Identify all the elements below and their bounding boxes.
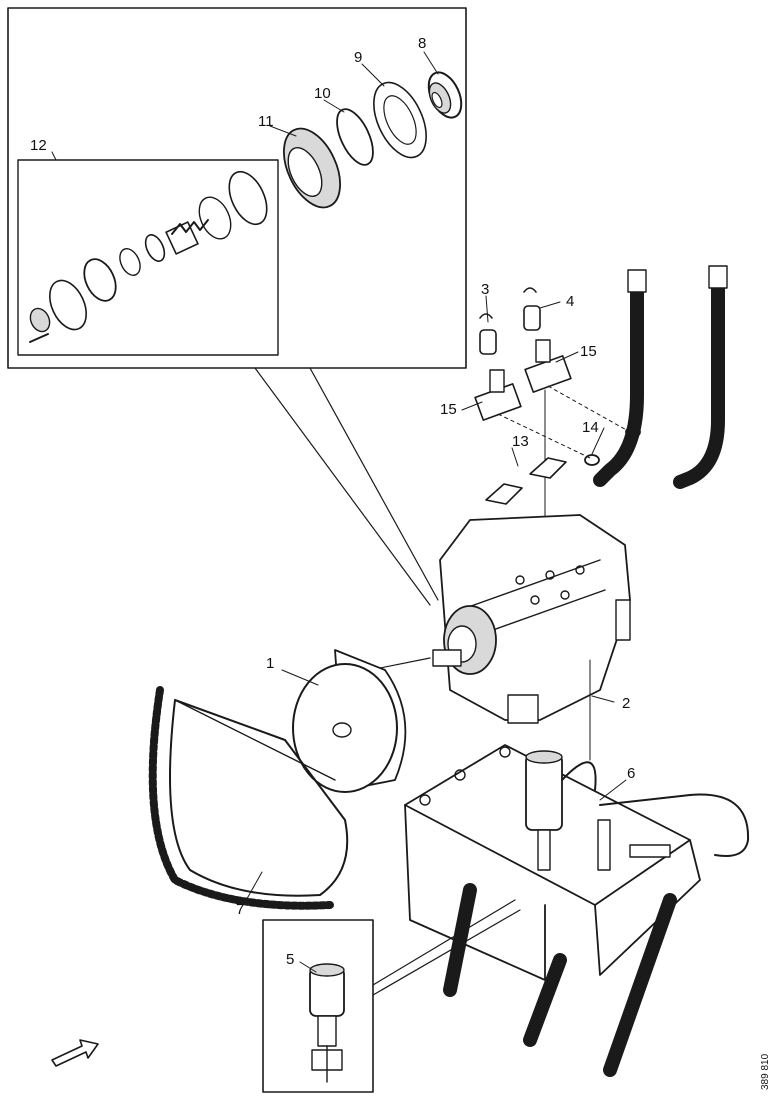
callout-14: 14 [582,419,599,436]
shaft-seal-part [427,71,463,119]
service-valve-right [524,339,572,393]
refrigerant-hoses [593,265,728,489]
callout-8: 8 [418,35,426,52]
drive-belt [148,686,349,910]
callout-10: 10 [314,85,331,102]
pressure-switch-3 [479,313,497,355]
o-ring-14a [584,454,600,466]
callout-4: 4 [566,293,574,310]
callout-15-right: 15 [580,343,597,360]
gasket-13b [529,457,567,479]
o-ring-part [336,108,374,166]
callout-3: 3 [481,281,489,298]
callout-6: 6 [627,765,635,782]
service-valve-left [474,369,522,421]
inset-sensor-frame [262,899,521,1093]
callout-7: 7 [236,901,244,918]
figure-id: 389 810 [760,1053,771,1090]
callout-labels: 1 2 3 4 5 6 7 8 9 10 11 12 13 14 15 15 [30,35,635,968]
pressure-switch-4 [523,287,541,331]
callout-15-left: 15 [440,401,457,418]
callout-5: 5 [286,951,294,968]
belt-pulley [292,649,431,793]
gasket-13a [485,483,523,505]
gasket-part [373,81,427,159]
o-ring-14b [625,426,641,438]
direction-arrow-icon [51,1039,99,1067]
callout-12: 12 [30,137,47,154]
seal-kit-parts [29,170,268,343]
callout-2: 2 [622,695,630,712]
tensioner-cylinder [525,750,750,871]
callout-1: 1 [266,655,274,672]
callout-13: 13 [512,433,529,450]
compressor-body [432,514,631,761]
callout-11: 11 [258,113,274,130]
callout-9: 9 [354,49,362,66]
seal-cover-part [283,127,341,209]
callout-leader-lines [51,51,627,973]
